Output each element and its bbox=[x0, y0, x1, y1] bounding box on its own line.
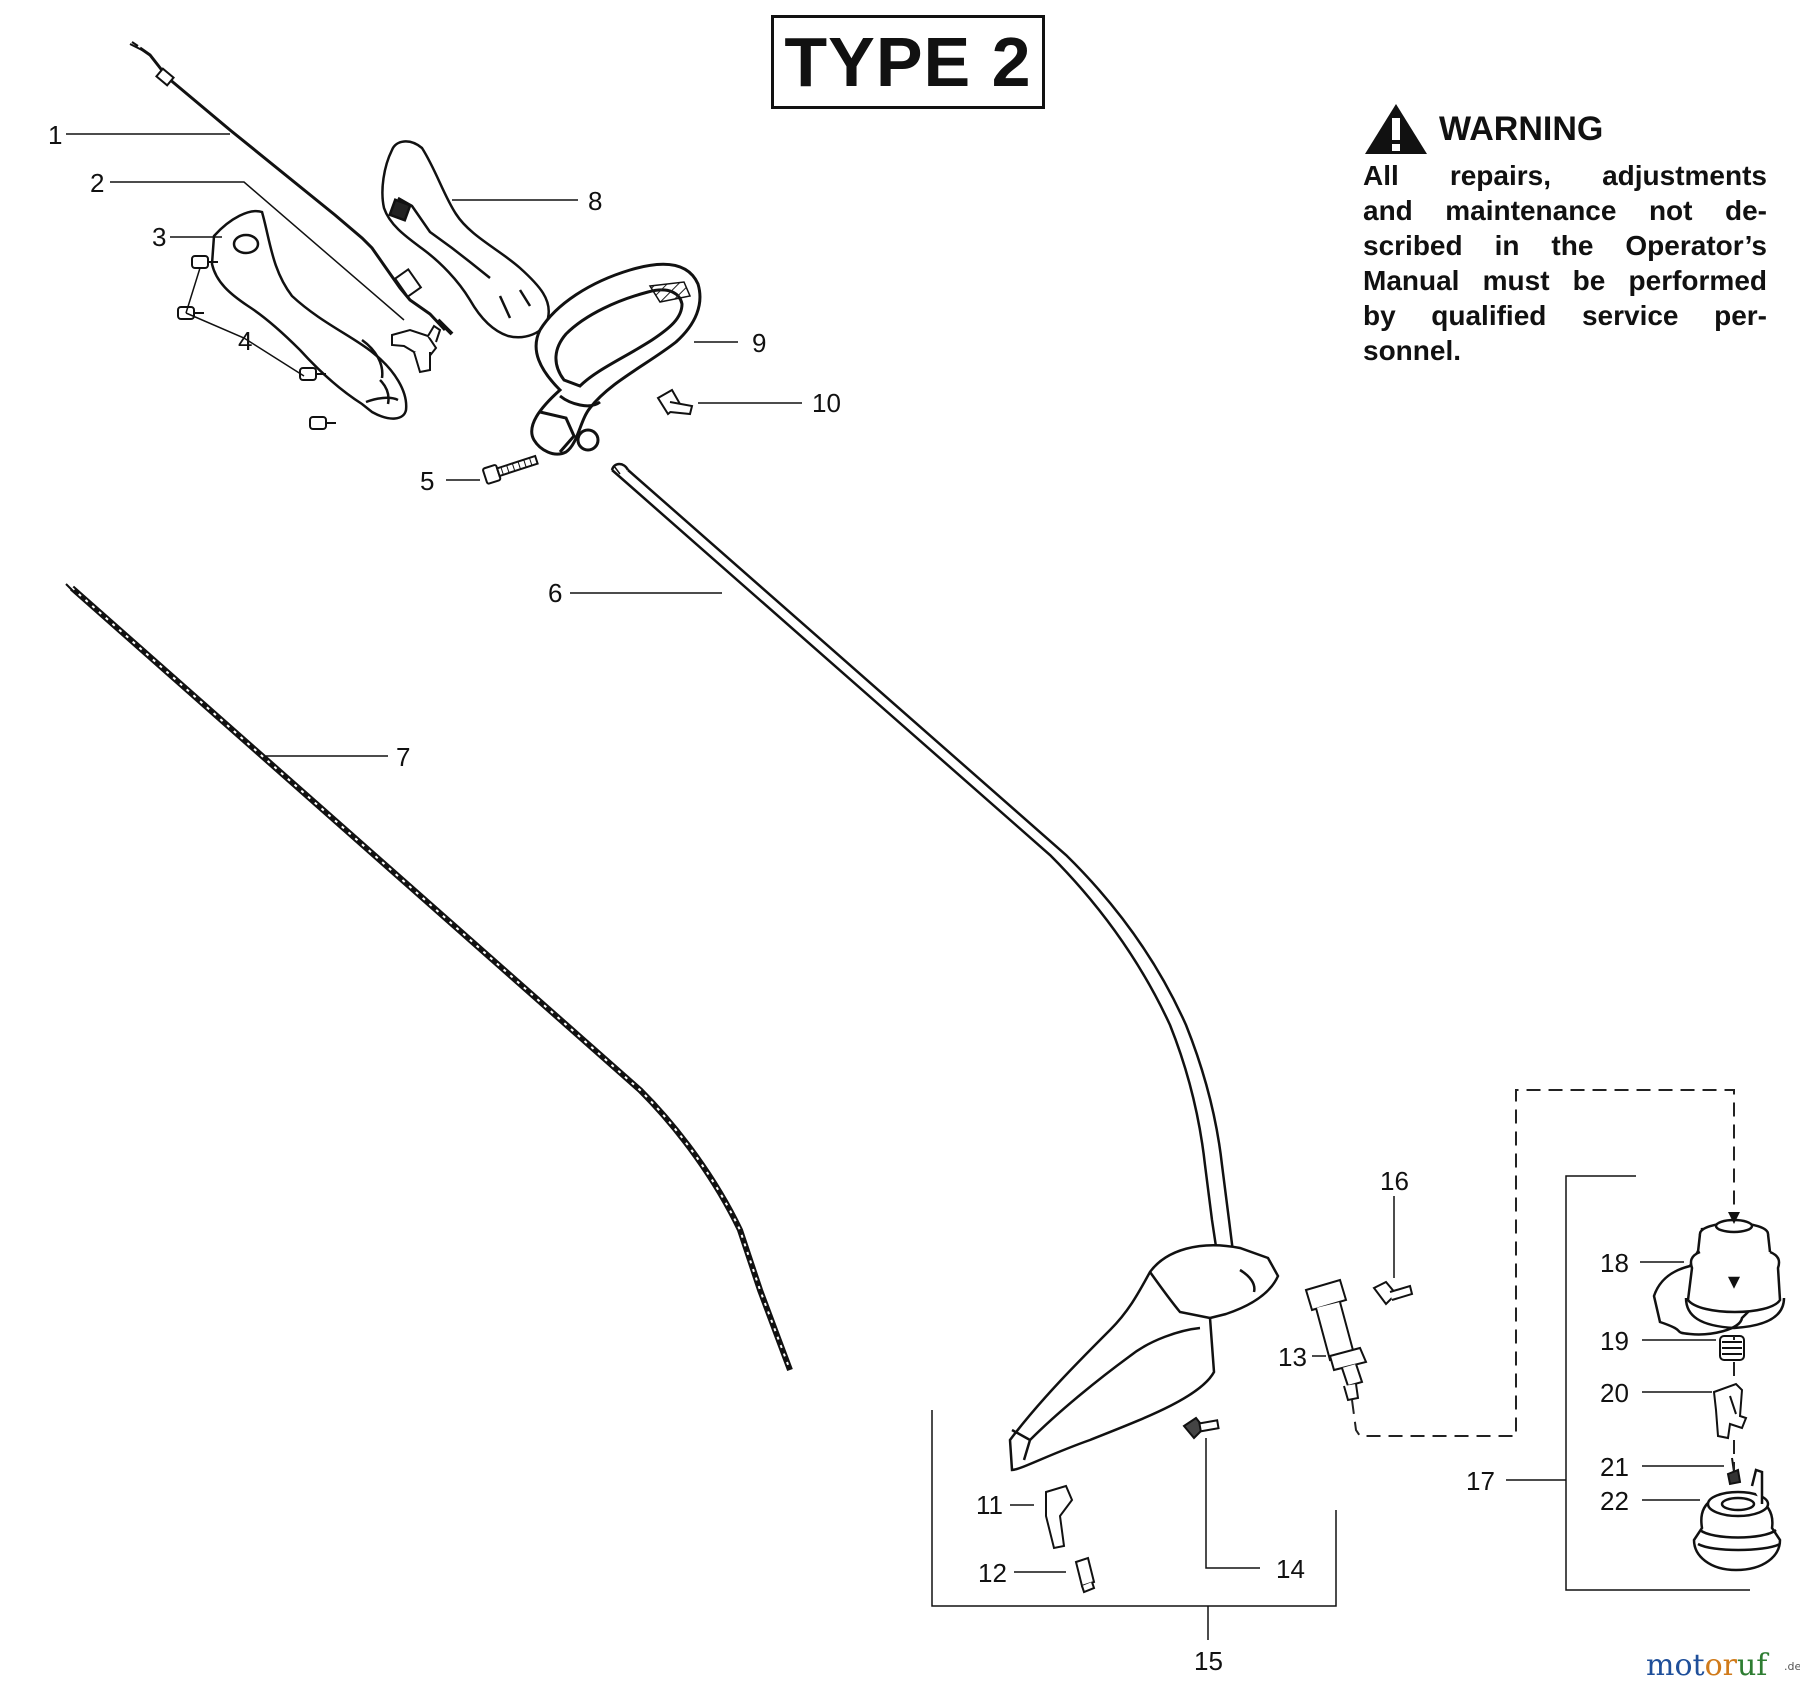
callout-19: 19 bbox=[1600, 1326, 1629, 1356]
dashed-assembly-lines bbox=[1351, 1089, 1735, 1470]
part-6-shaft-tube bbox=[610, 462, 1236, 1261]
bracket-17 bbox=[1506, 1175, 1750, 1591]
callout-7: 7 bbox=[396, 742, 410, 772]
callout-14: 14 bbox=[1276, 1554, 1305, 1584]
warning-header: WARNING bbox=[1363, 100, 1767, 158]
callout-16: 16 bbox=[1380, 1166, 1409, 1196]
brand-part-1: mot bbox=[1646, 1648, 1705, 1683]
callout-12: 12 bbox=[978, 1558, 1007, 1588]
part-20-retainer bbox=[1712, 1382, 1748, 1440]
warning-triangle-icon bbox=[1365, 104, 1427, 154]
callout-6: 6 bbox=[548, 578, 562, 608]
part-16-wing-bolt bbox=[1372, 1280, 1414, 1306]
callout-5: 5 bbox=[420, 466, 434, 496]
part-11-clip bbox=[1045, 1484, 1074, 1550]
warning-line: scribed in the Operator’s bbox=[1363, 230, 1767, 261]
brand-part-2: or bbox=[1704, 1648, 1737, 1683]
part-10-knob bbox=[656, 388, 694, 416]
callout-3: 3 bbox=[152, 222, 166, 252]
part-3-handle-half bbox=[210, 209, 408, 420]
part-7-drive-cable bbox=[65, 583, 793, 1372]
type-title-box: TYPE 2 bbox=[771, 15, 1045, 109]
part-22-spool-housing bbox=[1692, 1468, 1782, 1572]
part-19-spring bbox=[1719, 1335, 1745, 1361]
brand-tld: .de bbox=[1784, 1660, 1800, 1673]
part-1-throttle-cable bbox=[129, 41, 454, 336]
part-21-screw bbox=[1726, 1457, 1742, 1486]
part-13-coupler bbox=[1304, 1278, 1368, 1402]
part-4-screws bbox=[177, 255, 336, 430]
part-8-handle-half bbox=[381, 140, 551, 339]
warning-line: by qualified service per- bbox=[1363, 300, 1767, 331]
part-2-trigger bbox=[391, 324, 442, 374]
bracket-15 bbox=[931, 1410, 1337, 1640]
brand-part-3: uf bbox=[1736, 1648, 1768, 1683]
warning-line: sonnel. bbox=[1363, 335, 1462, 366]
callout-18: 18 bbox=[1600, 1248, 1629, 1278]
callout-numbers: 1 2 3 4 5 6 7 8 9 10 11 12 13 14 15 16 1… bbox=[48, 120, 1629, 1676]
callout-4: 4 bbox=[238, 326, 252, 356]
arrow-head-18 bbox=[1728, 1212, 1740, 1224]
leader-lines bbox=[66, 133, 1724, 1573]
callout-21: 21 bbox=[1600, 1452, 1629, 1482]
part-12-nut bbox=[1074, 1556, 1096, 1594]
warning-line: Manual must be performed bbox=[1363, 265, 1767, 296]
warning-line: All repairs, adjustments bbox=[1363, 160, 1767, 191]
callout-10: 10 bbox=[812, 388, 841, 418]
callout-2: 2 bbox=[90, 168, 104, 198]
type-title: TYPE 2 bbox=[784, 23, 1032, 101]
callout-1: 1 bbox=[48, 120, 62, 150]
warning-block: WARNING All repairs, adjustments and mai… bbox=[1363, 100, 1767, 368]
callout-8: 8 bbox=[588, 186, 602, 216]
callout-22: 22 bbox=[1600, 1486, 1629, 1516]
callout-17: 17 bbox=[1466, 1466, 1495, 1496]
part-18-spool-cover bbox=[1652, 1218, 1786, 1336]
callout-15: 15 bbox=[1194, 1646, 1223, 1676]
part-9-loop-handle bbox=[530, 262, 702, 456]
callout-13: 13 bbox=[1278, 1342, 1307, 1372]
brand-watermark: motoruf bbox=[1646, 1648, 1767, 1683]
warning-line: and maintenance not de- bbox=[1363, 195, 1767, 226]
trimmer-shield bbox=[1008, 1244, 1280, 1472]
part-5-bolt bbox=[482, 454, 539, 485]
warning-title: WARNING bbox=[1439, 109, 1604, 148]
callout-20: 20 bbox=[1600, 1378, 1629, 1408]
callout-9: 9 bbox=[752, 328, 766, 358]
warning-text: All repairs, adjustments and maintenance… bbox=[1363, 158, 1767, 368]
callout-11: 11 bbox=[976, 1490, 1003, 1520]
part-14-screw bbox=[1182, 1416, 1220, 1440]
